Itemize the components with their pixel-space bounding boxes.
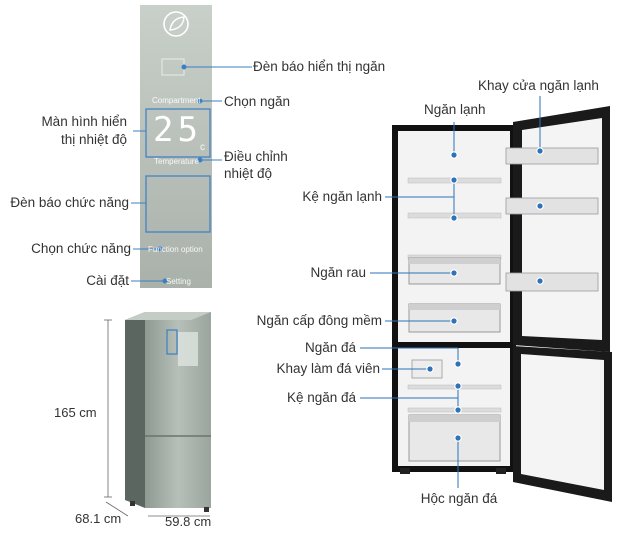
label-vegetable-drawer: Ngăn rau <box>310 265 366 280</box>
label-ice-tray: Khay làm đá viên <box>276 361 380 376</box>
dimension-depth: 68.1 cm <box>75 511 122 526</box>
dimension-width: 59.8 cm <box>165 514 212 529</box>
label-fridge-door-tray: Khay cửa ngăn lạnh <box>478 78 599 93</box>
label-select-compartment: Chọn ngăn <box>224 94 291 109</box>
label-select-function: Chọn chức năng <box>31 241 131 256</box>
dimension-height: 165 cm <box>54 405 97 420</box>
panel-temperature-unit: c <box>200 142 205 153</box>
label-soft-freeze: Ngăn cấp đông mềm <box>256 313 382 328</box>
label-fridge-compartment: Ngăn lạnh <box>424 102 486 117</box>
fridge-3d-illustration <box>125 312 211 512</box>
label-adjust-temp-2: nhiệt độ <box>224 166 273 181</box>
label-function-indicator: Đèn báo chức năng <box>10 195 129 210</box>
panel-temperature-text: Temperature <box>154 157 199 166</box>
label-temp-display-2: thị nhiệt độ <box>60 132 127 147</box>
label-freezer-shelf: Kệ ngăn đá <box>286 390 356 405</box>
label-freezer-compartment: Ngăn đá <box>304 340 356 355</box>
label-freezer-drawer: Hộc ngăn đá <box>420 491 498 506</box>
function-indicator-box <box>145 175 211 233</box>
panel-function-text: Function option <box>148 245 203 254</box>
label-settings: Cài đặt <box>86 273 129 288</box>
open-fridge-illustration <box>392 106 612 502</box>
panel-compartment-text: Compartment <box>152 96 201 105</box>
panel-temperature-digits: 25 <box>153 110 202 150</box>
label-fridge-shelf: Kệ ngăn lạnh <box>302 189 382 204</box>
label-temp-display-1: Màn hình hiển <box>41 114 127 129</box>
temperature-display-box <box>145 108 211 158</box>
leaf-logo-icon <box>163 11 189 37</box>
mini-panel-highlight <box>166 329 178 355</box>
label-adjust-temp-1: Điều chỉnh <box>224 149 288 164</box>
control-panel <box>140 5 212 288</box>
panel-setting-text: Setting <box>166 277 191 286</box>
label-compartment-indicator: Đèn báo hiển thị ngăn <box>253 59 386 74</box>
